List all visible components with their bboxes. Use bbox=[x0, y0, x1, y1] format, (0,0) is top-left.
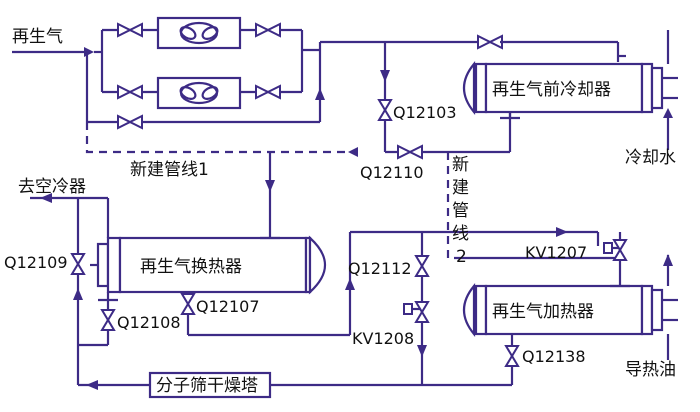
heat-exchanger-label: 再生气换热器 bbox=[140, 257, 242, 277]
valve-q12108 bbox=[100, 309, 116, 331]
tag-q12112: Q12112 bbox=[348, 259, 412, 278]
valve-q12110 bbox=[397, 144, 423, 160]
to-air-cooler-line bbox=[30, 193, 110, 238]
tag-q12110: Q12110 bbox=[360, 163, 424, 182]
branch-valve-1 bbox=[117, 22, 143, 38]
valve-kv1207 bbox=[603, 239, 628, 261]
top-valve bbox=[477, 34, 503, 50]
valve-q12112 bbox=[414, 255, 430, 277]
pre-cooler bbox=[462, 54, 678, 120]
label-new-pipe-2-char-4: 2 bbox=[456, 247, 467, 267]
heat-oil-lines bbox=[663, 254, 673, 360]
label-cooling-water: 冷却水 bbox=[625, 148, 676, 168]
branch-valve-2 bbox=[255, 22, 281, 38]
pre-cooler-label: 再生气前冷却器 bbox=[492, 80, 611, 100]
air-cooler-unit-2 bbox=[156, 76, 242, 110]
valve-q12107 bbox=[180, 293, 196, 315]
label-new-pipe-2-char-0: 新 bbox=[452, 155, 469, 175]
valve-kv1208 bbox=[403, 301, 430, 323]
heater-label: 再生气加热器 bbox=[492, 302, 594, 322]
label-heat-oil: 导热油 bbox=[625, 360, 676, 380]
dryer-box bbox=[148, 371, 272, 399]
tag-kv1207: KV1207 bbox=[525, 243, 587, 262]
inlet-pipe bbox=[12, 47, 102, 57]
tag-q12109: Q12109 bbox=[4, 253, 68, 272]
label-new-pipe-2-char-3: 线 bbox=[452, 224, 469, 244]
label-to-air-cooler: 去空冷器 bbox=[18, 177, 86, 197]
label-regen-gas-in: 再生气 bbox=[12, 27, 63, 47]
air-cooler-unit-1 bbox=[156, 16, 242, 50]
tag-q12138: Q12138 bbox=[522, 347, 586, 366]
valve-q12138 bbox=[504, 345, 520, 367]
label-new-pipe-2-char-2: 管 bbox=[452, 201, 469, 221]
branch-valve-3 bbox=[117, 84, 143, 100]
branch-valve-4 bbox=[255, 84, 281, 100]
new-pipeline-1 bbox=[85, 122, 455, 260]
cooling-water-lines bbox=[663, 30, 673, 150]
tag-q12107: Q12107 bbox=[196, 297, 260, 316]
dryer-label: 分子筛干燥塔 bbox=[156, 376, 258, 396]
valve-q12109 bbox=[70, 253, 86, 275]
exchanger-feed bbox=[265, 152, 275, 238]
tag-kv1208: KV1208 bbox=[352, 329, 414, 348]
heat-exchanger bbox=[90, 235, 326, 295]
tag-q12103: Q12103 bbox=[393, 103, 457, 122]
label-new-pipe-2-char-1: 建 bbox=[452, 178, 469, 198]
bypass-valve bbox=[117, 114, 143, 130]
tag-q12108: Q12108 bbox=[117, 313, 181, 332]
dryer-arrow bbox=[86, 380, 98, 390]
heater bbox=[462, 282, 678, 338]
valve-q12103 bbox=[377, 99, 393, 121]
label-new-pipe-1: 新建管线1 bbox=[130, 160, 209, 180]
